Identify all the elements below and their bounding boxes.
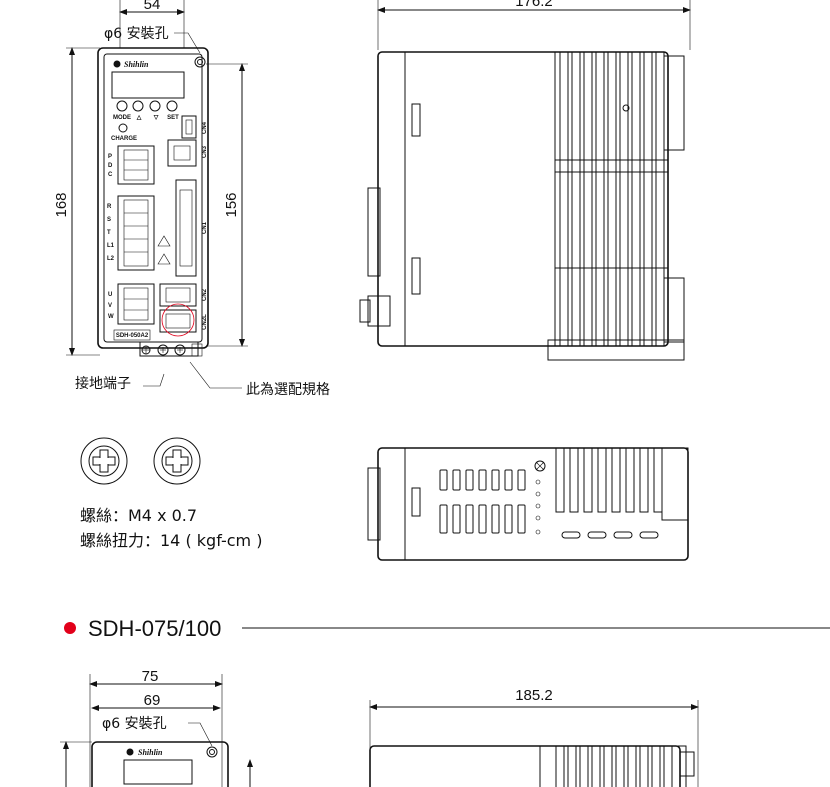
front-view-bottom: 75 69 φ6 安裝孔 Shihlin (60, 668, 253, 787)
svg-text:SET: SET (167, 115, 179, 121)
svg-text:△: △ (136, 114, 142, 121)
svg-text:MODE: MODE (113, 115, 131, 121)
ground-terminal-label: 接地端子 (75, 375, 131, 392)
heatsink-fins-bottom (555, 447, 663, 513)
cn4-label: CN4 (202, 121, 208, 134)
side-width-dim: 176.2 (515, 0, 553, 10)
svg-text:L1: L1 (107, 243, 115, 249)
svg-text:D: D (108, 163, 113, 169)
keypad: MODE △ ▽ SET CHARGE (111, 100, 179, 142)
terminal-pdc: P D C (108, 145, 155, 185)
svg-text:P: P (108, 154, 112, 160)
terminal-uvw: U V W (108, 283, 155, 325)
ground-screw-icon (141, 345, 151, 355)
screw-icon (80, 437, 128, 485)
brand-logo: Shihlin (126, 748, 163, 757)
mounting-hole-label-bottom: φ6 安裝孔 (102, 716, 167, 732)
svg-text:U: U (108, 292, 112, 298)
cn2-label: CN2 (202, 288, 208, 301)
brand-logo: Shihlin (113, 60, 149, 69)
terminal-rst: R S T L1 L2 (107, 195, 171, 271)
height-dim-168: 168 (53, 192, 70, 217)
svg-text:Shihlin: Shihlin (124, 60, 149, 69)
screw-torque-label: 螺絲扭力：14 ( kgf-cm ) (80, 531, 262, 550)
bullet-icon (64, 622, 76, 634)
vent-slots (439, 469, 526, 534)
svg-text:CHARGE: CHARGE (111, 136, 137, 142)
svg-text:▽: ▽ (153, 115, 159, 121)
svg-text:V: V (108, 303, 112, 309)
side-width-dim-bottom: 185.2 (515, 687, 553, 704)
svg-text:S: S (107, 217, 111, 223)
svg-text:L2: L2 (107, 256, 115, 262)
cn3-label: CN3 (202, 145, 208, 158)
cn2l-label: CN2L (202, 314, 208, 330)
screw-detail: 螺絲：M4 x 0.7 螺絲扭力：14 ( kgf-cm ) (80, 437, 262, 550)
svg-text:Shihlin: Shihlin (138, 748, 163, 757)
screw-icon (153, 437, 201, 485)
svg-text:W: W (108, 314, 114, 320)
width-dim-75: 75 (142, 668, 159, 685)
svg-text:T: T (107, 230, 111, 236)
section-title: SDH-075/100 (88, 616, 221, 641)
side-view-bottom: 185.2 (369, 687, 699, 787)
option-spec-label: 此為選配規格 (246, 382, 330, 398)
width-dim-54: 54 (144, 0, 161, 13)
lcd-display (123, 759, 193, 785)
heatsink-fins (555, 51, 668, 347)
mounting-hole-label: φ6 安裝孔 (104, 26, 169, 42)
lcd-display (111, 71, 185, 99)
model-plate: SDH-050A2 (116, 333, 149, 339)
bottom-view-top (367, 447, 689, 561)
svg-text:R: R (107, 204, 112, 210)
height-dim-156: 156 (223, 192, 240, 217)
side-view-top: 176.2 (359, 0, 691, 361)
cn1-label: CN1 (202, 221, 208, 234)
section-header: SDH-075/100 (64, 616, 830, 641)
svg-text:C: C (108, 172, 113, 178)
screw-size-label: 螺絲：M4 x 0.7 (80, 506, 197, 525)
width-dim-69: 69 (144, 692, 161, 709)
front-view-top: 54 φ6 安裝孔 168 156 Shihlin (53, 0, 330, 398)
